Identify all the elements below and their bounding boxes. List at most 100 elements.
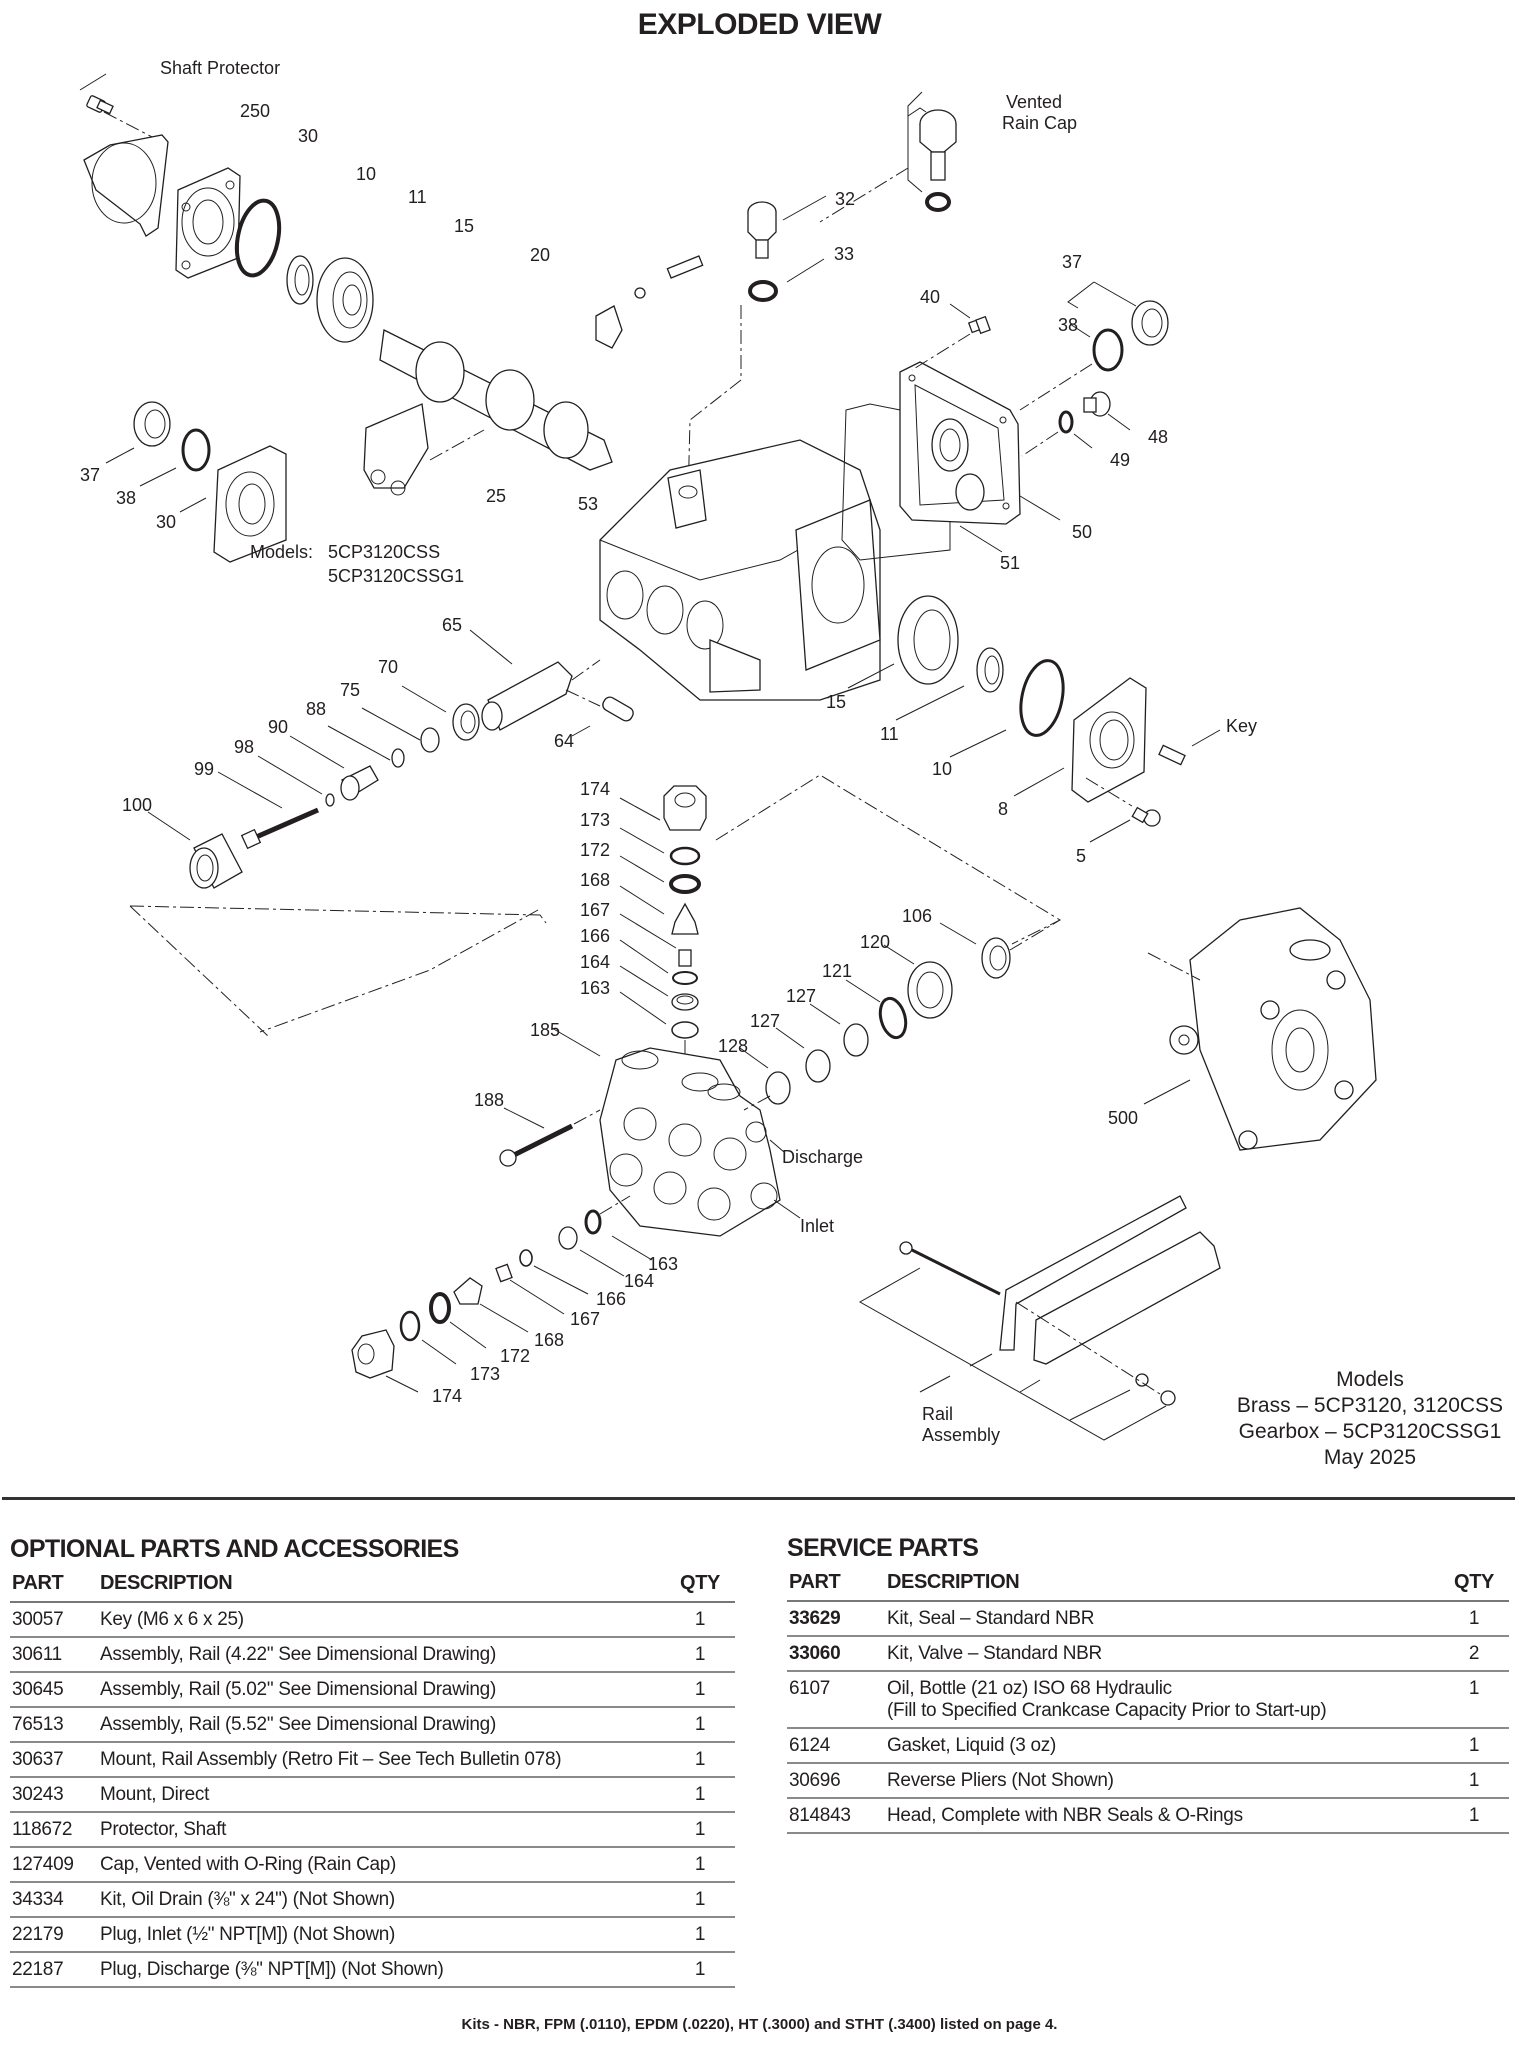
o-ring-121 [878,996,908,1040]
part-description: Assembly, Rail (5.52" See Dimensional Dr… [100,1707,665,1743]
part-description: Kit, Oil Drain (⅜" x 24") (Not Shown) [100,1882,665,1918]
oil-seal-11-right [976,647,1004,693]
crankcase-model-1: 5CP3120CSS [328,542,440,562]
part-number: 6107 [787,1671,887,1729]
rail-assembly [899,1195,1221,1406]
key [1158,744,1186,766]
callout: 25 [486,486,506,506]
callout: 33 [834,244,854,264]
seal-retainer-106 [981,937,1011,979]
callout: 99 [194,759,214,779]
crankshaft-25 [379,329,613,471]
description-text: Protector, Shaft [100,1819,227,1840]
models-date: May 2025 [1323,1446,1417,1469]
part-number: 30696 [787,1763,887,1799]
col-part: PART [787,1563,887,1602]
description-text: Kit, Valve – Standard NBR [887,1643,1102,1664]
o-ring-10 [234,198,282,278]
annotation-vented-rain-cap-1: Vented [1006,92,1062,112]
part-number: 76513 [10,1707,100,1743]
part-qty: 1 [665,1952,735,1988]
part-description: Mount, Direct [100,1777,665,1813]
callout: 37 [80,465,100,485]
part-description: Cap, Vented with O-Ring (Rain Cap) [100,1847,665,1883]
description-text: Key (M6 x 6 x 25) [100,1609,244,1630]
part-qty: 2 [1439,1636,1509,1672]
col-description: DESCRIPTION [887,1563,1439,1602]
exploded-view-diagram: Shaft Protector Vented Rain Cap Key Disc… [79,58,1377,1445]
part-number: 30637 [10,1742,100,1778]
col-qty: QTY [1439,1563,1509,1602]
seal-retainer-90 [340,765,379,801]
part-description: Reverse Pliers (Not Shown) [887,1763,1439,1799]
valve-seat-164-inlet [558,1226,578,1250]
o-ring-rain-cap [925,192,951,212]
bearing-15-right [897,595,959,685]
vented-rain-cap [919,109,957,181]
description-text: Plug, Inlet (½" NPT[M]) (Not Shown) [100,1924,396,1945]
callout: 90 [268,717,288,737]
crankcase-models-label: Models: [250,542,313,562]
callout: 164 [580,952,610,972]
callout: 127 [786,986,816,1006]
hp-seal-128 [765,1071,791,1105]
lock-washer [634,287,646,299]
description-text: Assembly, Rail (5.52" See Dimensional Dr… [100,1714,496,1735]
description-text: Oil, Bottle (21 oz) ISO 68 Hydraulic [887,1678,1172,1699]
callout: 172 [500,1346,530,1366]
part-description: Assembly, Rail (4.22" See Dimensional Dr… [100,1637,665,1673]
optional-parts-title: OPTIONAL PARTS AND ACCESSORIES [10,1535,459,1563]
plunger-65 [481,661,573,731]
o-ring-49 [1058,410,1074,434]
callout: 163 [648,1254,678,1274]
gearbox-500 [1169,907,1377,1151]
annotation-discharge: Discharge [782,1147,863,1167]
callout: 173 [470,1364,500,1384]
models-note: Models Brass – 5CP3120, 3120CSS Gearbox … [1230,1367,1510,1471]
connecting-rod [363,403,429,496]
cover-bolt-40 [967,315,991,335]
bearing-cover-8 [1071,677,1147,803]
part-number: 33060 [787,1636,887,1672]
callout: 121 [822,961,852,981]
valve-166 [672,971,698,985]
copper-washer-98 [325,793,335,807]
callout: 50 [1072,522,1092,542]
part-qty: 1 [665,1777,735,1813]
part-description: Protector, Shaft [100,1812,665,1848]
callout: 30 [298,126,318,146]
callout-labels: 250 30 10 11 15 20 32 33 37 38 40 37 38 … [80,101,1168,1406]
o-ring-10-right [1019,659,1065,737]
valve-retainer-168 [671,902,699,935]
lp-seal-127b [805,1049,831,1083]
retainer-88 [391,748,405,768]
part-description: Assembly, Rail (5.02" See Dimensional Dr… [100,1672,665,1708]
wrist-pin-64 [602,696,634,722]
table-header-row: PART DESCRIPTION QTY [787,1563,1509,1602]
part-description: Oil, Bottle (21 oz) ISO 68 Hydraulic(Fil… [887,1671,1439,1729]
screw-5 [1131,806,1161,827]
callout: 30 [156,512,176,532]
part-description: Key (M6 x 6 x 25) [100,1602,665,1638]
annotation-rail-2: Assembly [922,1425,1000,1445]
seal-case-120 [907,961,953,1019]
callout: 37 [1062,252,1082,272]
description-text: Mount, Rail Assembly (Retro Fit – See Te… [100,1749,562,1770]
valve-plug-174 [663,785,707,831]
callout: 11 [880,724,899,744]
valve-retainer-168-inlet [453,1277,483,1305]
part-qty: 1 [1439,1798,1509,1834]
callout: 65 [442,615,462,635]
description-text: Assembly, Rail (4.22" See Dimensional Dr… [100,1644,496,1665]
annotation-key: Key [1226,716,1257,736]
service-parts-title: SERVICE PARTS [787,1534,979,1562]
